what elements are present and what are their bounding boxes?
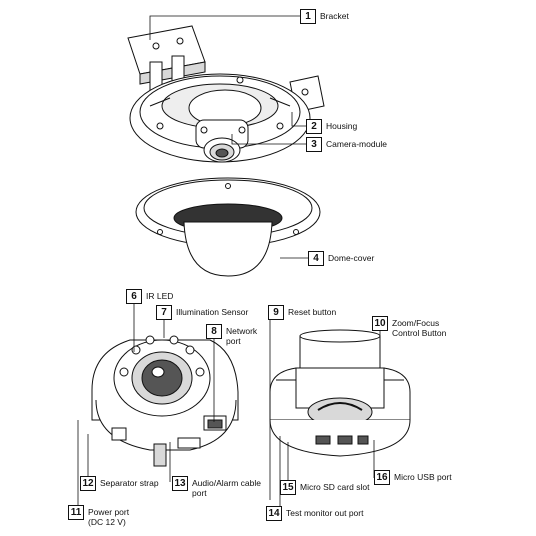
callout-label: Power port (DC 12 V) [88,505,129,527]
leader-lines [77,15,381,512]
module-front-view [91,335,239,467]
callout-label: Test monitor out port [286,508,364,518]
callout-number: 4 [308,251,324,266]
callout-label-line1: Zoom/Focus [392,318,440,328]
callout-reset-button: 9 Reset button [268,305,336,320]
callout-label: Separator strap [100,478,159,488]
callout-audio-alarm-port: 13 Audio/Alarm cable port [172,476,261,498]
callout-number: 10 [372,316,388,331]
callout-bracket: 1 Bracket [300,9,349,24]
callout-micro-sd-slot: 15 Micro SD card slot [280,480,369,495]
callout-number: 1 [300,9,316,24]
callout-number: 16 [374,470,390,485]
callout-housing: 2 Housing [306,119,357,134]
callout-number: 3 [306,137,322,152]
callout-label-line1: Power port [88,507,130,517]
callout-label: IR LED [146,291,174,301]
callout-label: Audio/Alarm cable port [192,476,261,498]
callout-label: Housing [326,121,358,131]
callout-label: Bracket [320,11,349,21]
callout-label: Camera-module [326,139,387,149]
callout-network-port: 8 Network port [206,324,257,346]
callout-label: Reset button [288,307,337,317]
callout-label: Illumination Sensor [176,307,249,317]
callout-label-line2: port [226,336,241,346]
callout-number: 11 [68,505,84,520]
callout-label-line2: Control Button [392,328,447,338]
callout-number: 14 [266,506,282,521]
callout-label-line2: port [192,488,207,498]
callout-number: 15 [280,480,296,495]
callout-ir-led: 6 IR LED [126,289,173,304]
callout-test-monitor-port: 14 Test monitor out port [266,506,363,521]
callout-number: 7 [156,305,172,320]
callout-illumination-sensor: 7 Illumination Sensor [156,305,248,320]
bracket-drawing [127,25,325,113]
dome-cover-drawing [135,177,321,277]
callout-number: 12 [80,476,96,491]
callout-dome-cover: 4 Dome-cover [308,251,374,266]
callout-label-line1: Network [226,326,258,336]
callout-label: Micro SD card slot [300,482,370,492]
camera-module-drawing [188,89,262,163]
callout-number: 8 [206,324,222,339]
callout-micro-usb-port: 16 Micro USB port [374,470,452,485]
callout-camera-module: 3 Camera-module [306,137,387,152]
callout-number: 13 [172,476,188,491]
callout-label: Zoom/Focus Control Button [392,316,446,338]
callout-label: Micro USB port [394,472,452,482]
callout-separator-strap: 12 Separator strap [80,476,159,491]
callout-zoom-focus-button: 10 Zoom/Focus Control Button [372,316,446,338]
module-rear-view [269,329,411,457]
callout-label: Network port [226,324,257,346]
callout-label-line1: Audio/Alarm cable [192,478,261,488]
callout-power-port: 11 Power port (DC 12 V) [68,505,129,527]
callout-number: 9 [268,305,284,320]
callout-label: Dome-cover [328,253,375,263]
callout-label-line2: (DC 12 V) [88,517,126,527]
callout-number: 6 [126,289,142,304]
callout-number: 2 [306,119,322,134]
